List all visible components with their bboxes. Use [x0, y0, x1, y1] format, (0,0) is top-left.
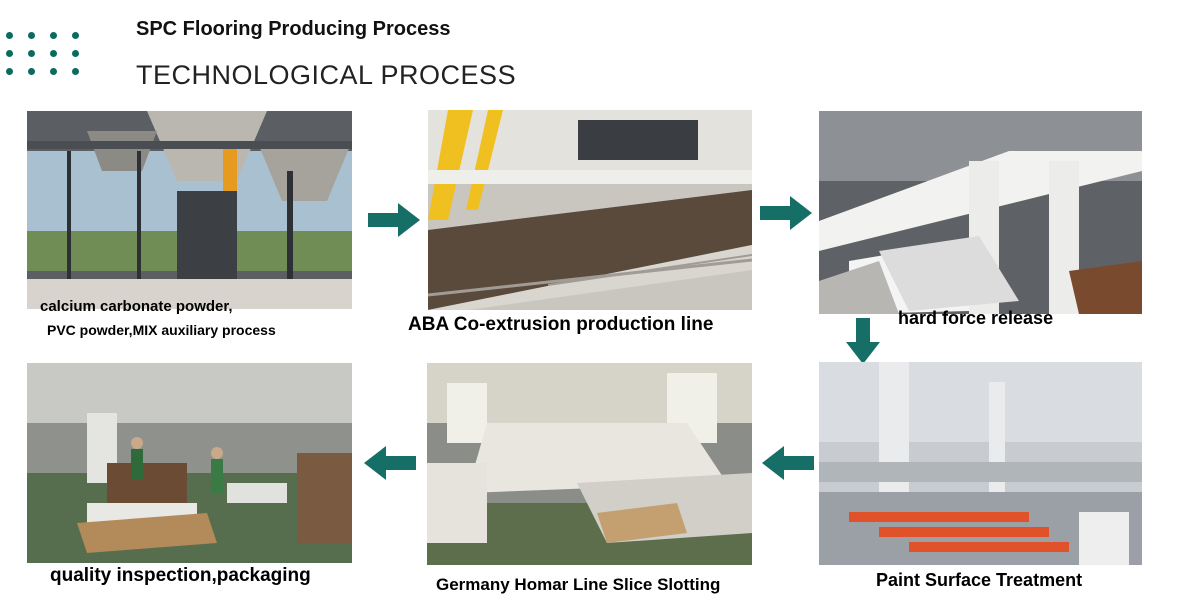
step-3-label: hard force release: [898, 308, 1054, 328]
factory-silos-photo: [27, 111, 352, 309]
slotting-line-photo: [427, 363, 752, 565]
step-1-label-line1: calcium carbonate powder,: [40, 298, 233, 315]
paint-treatment-photo: [819, 362, 1142, 565]
step-1-label-line2: PVC powder,MIX auxiliary process: [47, 322, 276, 338]
arrow-down-icon: [846, 318, 880, 364]
step-4-label: Paint Surface Treatment: [876, 570, 1083, 590]
step-2-label: ABA Co-extrusion production line: [408, 314, 714, 335]
step-6-label: quality inspection,packaging: [50, 565, 311, 586]
arrow-right-icon: [760, 196, 812, 230]
arrow-left-icon: [364, 446, 416, 480]
dot-grid-decoration: [6, 32, 86, 78]
sheet-stacking-photo: [819, 111, 1142, 314]
packaging-area-photo: [27, 363, 352, 563]
arrow-left-icon: [762, 446, 814, 480]
page-subtitle: TECHNOLOGICAL PROCESS: [136, 60, 517, 90]
page-title: SPC Flooring Producing Process: [136, 18, 451, 40]
arrow-right-icon: [368, 203, 420, 237]
extrusion-line-photo: [428, 110, 752, 310]
step-5-label: Germany Homar Line Slice Slotting: [436, 575, 721, 594]
